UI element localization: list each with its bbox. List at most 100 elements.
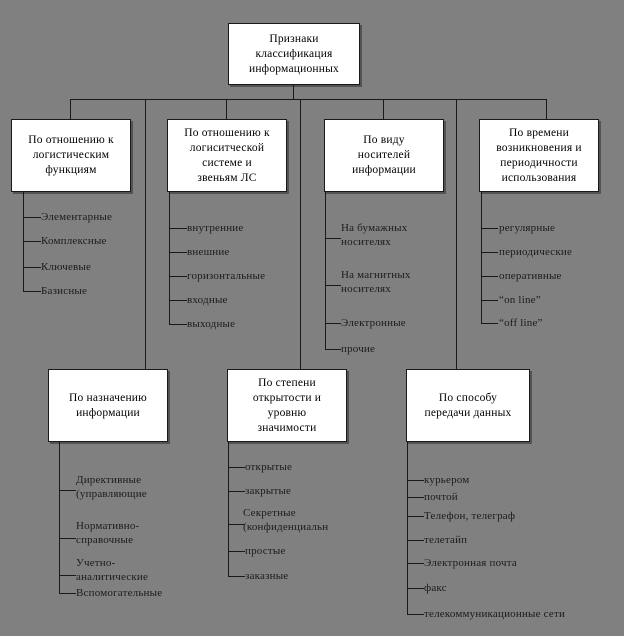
- leaf-c2-1-line-0: внешние: [187, 246, 230, 258]
- node-media-type-line-0: По виду: [363, 134, 405, 146]
- leaf-c5-2-line-1: аналитические: [76, 571, 149, 583]
- connector-tick-c5-0: [59, 490, 76, 491]
- leaf-c6-2-line-1: (конфиденциальн: [243, 521, 329, 533]
- leaf-c7-0-line-0: курьером: [424, 474, 470, 486]
- leaf-c5-0-line-1: (управляющие: [76, 488, 147, 500]
- leaf-c2-3-line-0: входные: [187, 294, 228, 306]
- leaf-c7-2-line-0: Телефон, телеграф: [424, 510, 516, 522]
- connector-tick-c7-4: [407, 563, 424, 564]
- leaf-c5-1-line-1: справочные: [76, 534, 134, 546]
- node-logistic-system-line-2: системе и: [202, 156, 252, 169]
- leaf-c5-0: Директивные (управляющие: [76, 473, 147, 501]
- leaf-c4-4-line-0: “off line”: [499, 317, 543, 329]
- leaf-c7-2: Телефон, телеграф: [424, 509, 515, 523]
- leaf-c7-3-line-0: телетайп: [424, 534, 468, 546]
- leaf-c3-0-line-0: На бумажных: [341, 222, 408, 234]
- connector-tick-c3-3: [325, 349, 341, 350]
- node-logistic-system-line-0: По отношению к: [184, 126, 270, 139]
- connector-tick-c7-5: [407, 588, 424, 589]
- leaf-c6-2: Секретные (конфиденциальн: [243, 506, 328, 534]
- node-time-frequency-line-0: По времени: [509, 126, 569, 139]
- leaf-c3-0: На бумажных носителях: [341, 221, 407, 249]
- connector-tick-c6-2: [228, 524, 245, 525]
- leaf-c2-4-line-0: выходные: [187, 318, 236, 330]
- node-transmission: По способу передачи данных: [406, 369, 530, 442]
- connector-tick-c1-3: [23, 291, 41, 292]
- connector-tick-c3-0: [325, 238, 341, 239]
- leaf-c5-2: Учетно- аналитические: [76, 556, 148, 584]
- connector-spine-col2: [169, 192, 170, 324]
- node-logistic-functions: По отношению к логистическим функциям: [11, 119, 131, 192]
- leaf-c2-1: внешние: [187, 245, 230, 259]
- connector-tick-c7-3: [407, 540, 424, 541]
- connector-drop-col4: [546, 99, 547, 119]
- node-purpose-line-0: По назначению: [69, 391, 147, 404]
- connector-tick-c3-2: [325, 323, 341, 324]
- leaf-c2-0: внутренние: [187, 221, 243, 235]
- leaf-c6-0: открытые: [245, 460, 292, 474]
- leaf-c7-6-line-0: телекоммуникационные сети: [424, 608, 566, 620]
- connector-drop-col2: [226, 99, 227, 119]
- connector-drop-col1: [70, 99, 71, 119]
- connector-tick-c4-3: [481, 300, 498, 301]
- leaf-c3-3: прочие: [341, 342, 375, 356]
- leaf-c7-5-line-0: факс: [424, 582, 447, 594]
- connector-drop-col3: [383, 99, 384, 119]
- connector-tick-c6-4: [228, 576, 245, 577]
- connector-drop-col7: [456, 99, 457, 369]
- leaf-c3-1-line-0: На магнитных: [341, 269, 411, 281]
- connector-tick-c3-1: [325, 285, 341, 286]
- connector-spine-col6: [228, 442, 229, 576]
- node-openness-line-1: открытости и: [252, 391, 322, 404]
- leaf-c3-0-line-1: носителях: [341, 236, 391, 248]
- leaf-c1-2-line-0: Ключевые: [41, 261, 92, 273]
- connector-spine-col3: [325, 192, 326, 349]
- leaf-c4-2: оперативные: [499, 269, 562, 283]
- node-openness-line-3: значимости: [257, 421, 317, 434]
- leaf-c6-4: заказные: [245, 569, 288, 583]
- connector-tick-c6-1: [228, 491, 245, 492]
- node-root: Признаки классификация информационных: [228, 23, 360, 85]
- node-time-frequency: По времени возникновения и периодичности…: [479, 119, 599, 192]
- leaf-c2-4: выходные: [187, 317, 235, 331]
- leaf-c1-1: Комплексные: [41, 234, 107, 248]
- connector-tick-c1-2: [23, 267, 41, 268]
- leaf-c4-1-line-0: периодические: [499, 246, 573, 258]
- connector-tick-c1-0: [23, 217, 41, 218]
- leaf-c7-5: факс: [424, 581, 447, 595]
- leaf-c1-0: Элементарные: [41, 210, 112, 224]
- leaf-c2-0-line-0: внутренние: [187, 222, 244, 234]
- node-time-frequency-line-1: возникновения и: [496, 141, 582, 154]
- leaf-c2-2-line-0: горизонтальные: [187, 270, 266, 282]
- connector-spine-col1: [23, 192, 24, 292]
- leaf-c7-0: курьером: [424, 473, 469, 487]
- node-openness-line-0: По степени: [258, 376, 316, 389]
- connector-tick-c5-3: [59, 593, 76, 594]
- node-purpose: По назначению информации: [48, 369, 168, 442]
- node-transmission-line-1: передачи данных: [424, 406, 512, 419]
- node-root-line-2: информационных: [248, 62, 340, 75]
- leaf-c3-2-line-0: Электронные: [341, 317, 406, 329]
- node-logistic-functions-line-0: По отношению к: [28, 134, 114, 146]
- node-root-line-1: классификация: [255, 47, 333, 60]
- connector-tick-c2-0: [169, 228, 187, 229]
- leaf-c3-2: Электронные: [341, 316, 406, 330]
- connector-tick-c6-3: [228, 551, 245, 552]
- leaf-c5-2-line-0: Учетно-: [76, 557, 116, 569]
- node-purpose-line-1: информации: [76, 406, 140, 419]
- connector-tick-c6-0: [228, 467, 245, 468]
- leaf-c4-4: “off line”: [499, 316, 543, 330]
- connector-drop-col5: [145, 99, 146, 369]
- connector-tick-c4-0: [481, 228, 498, 229]
- node-time-frequency-line-2: периодичности: [500, 156, 578, 169]
- node-media-type-line-2: информации: [352, 164, 416, 176]
- node-logistic-system-line-3: звеньям ЛС: [197, 171, 257, 184]
- connector-drop-col6: [300, 99, 301, 369]
- connector-tick-c1-1: [23, 241, 41, 242]
- connector-root-stem: [293, 85, 294, 99]
- leaf-c5-1: Нормативно- справочные: [76, 519, 139, 547]
- leaf-c2-2: горизонтальные: [187, 269, 265, 283]
- leaf-c1-2: Ключевые: [41, 260, 91, 274]
- node-logistic-functions-line-1: логистическим: [32, 149, 110, 161]
